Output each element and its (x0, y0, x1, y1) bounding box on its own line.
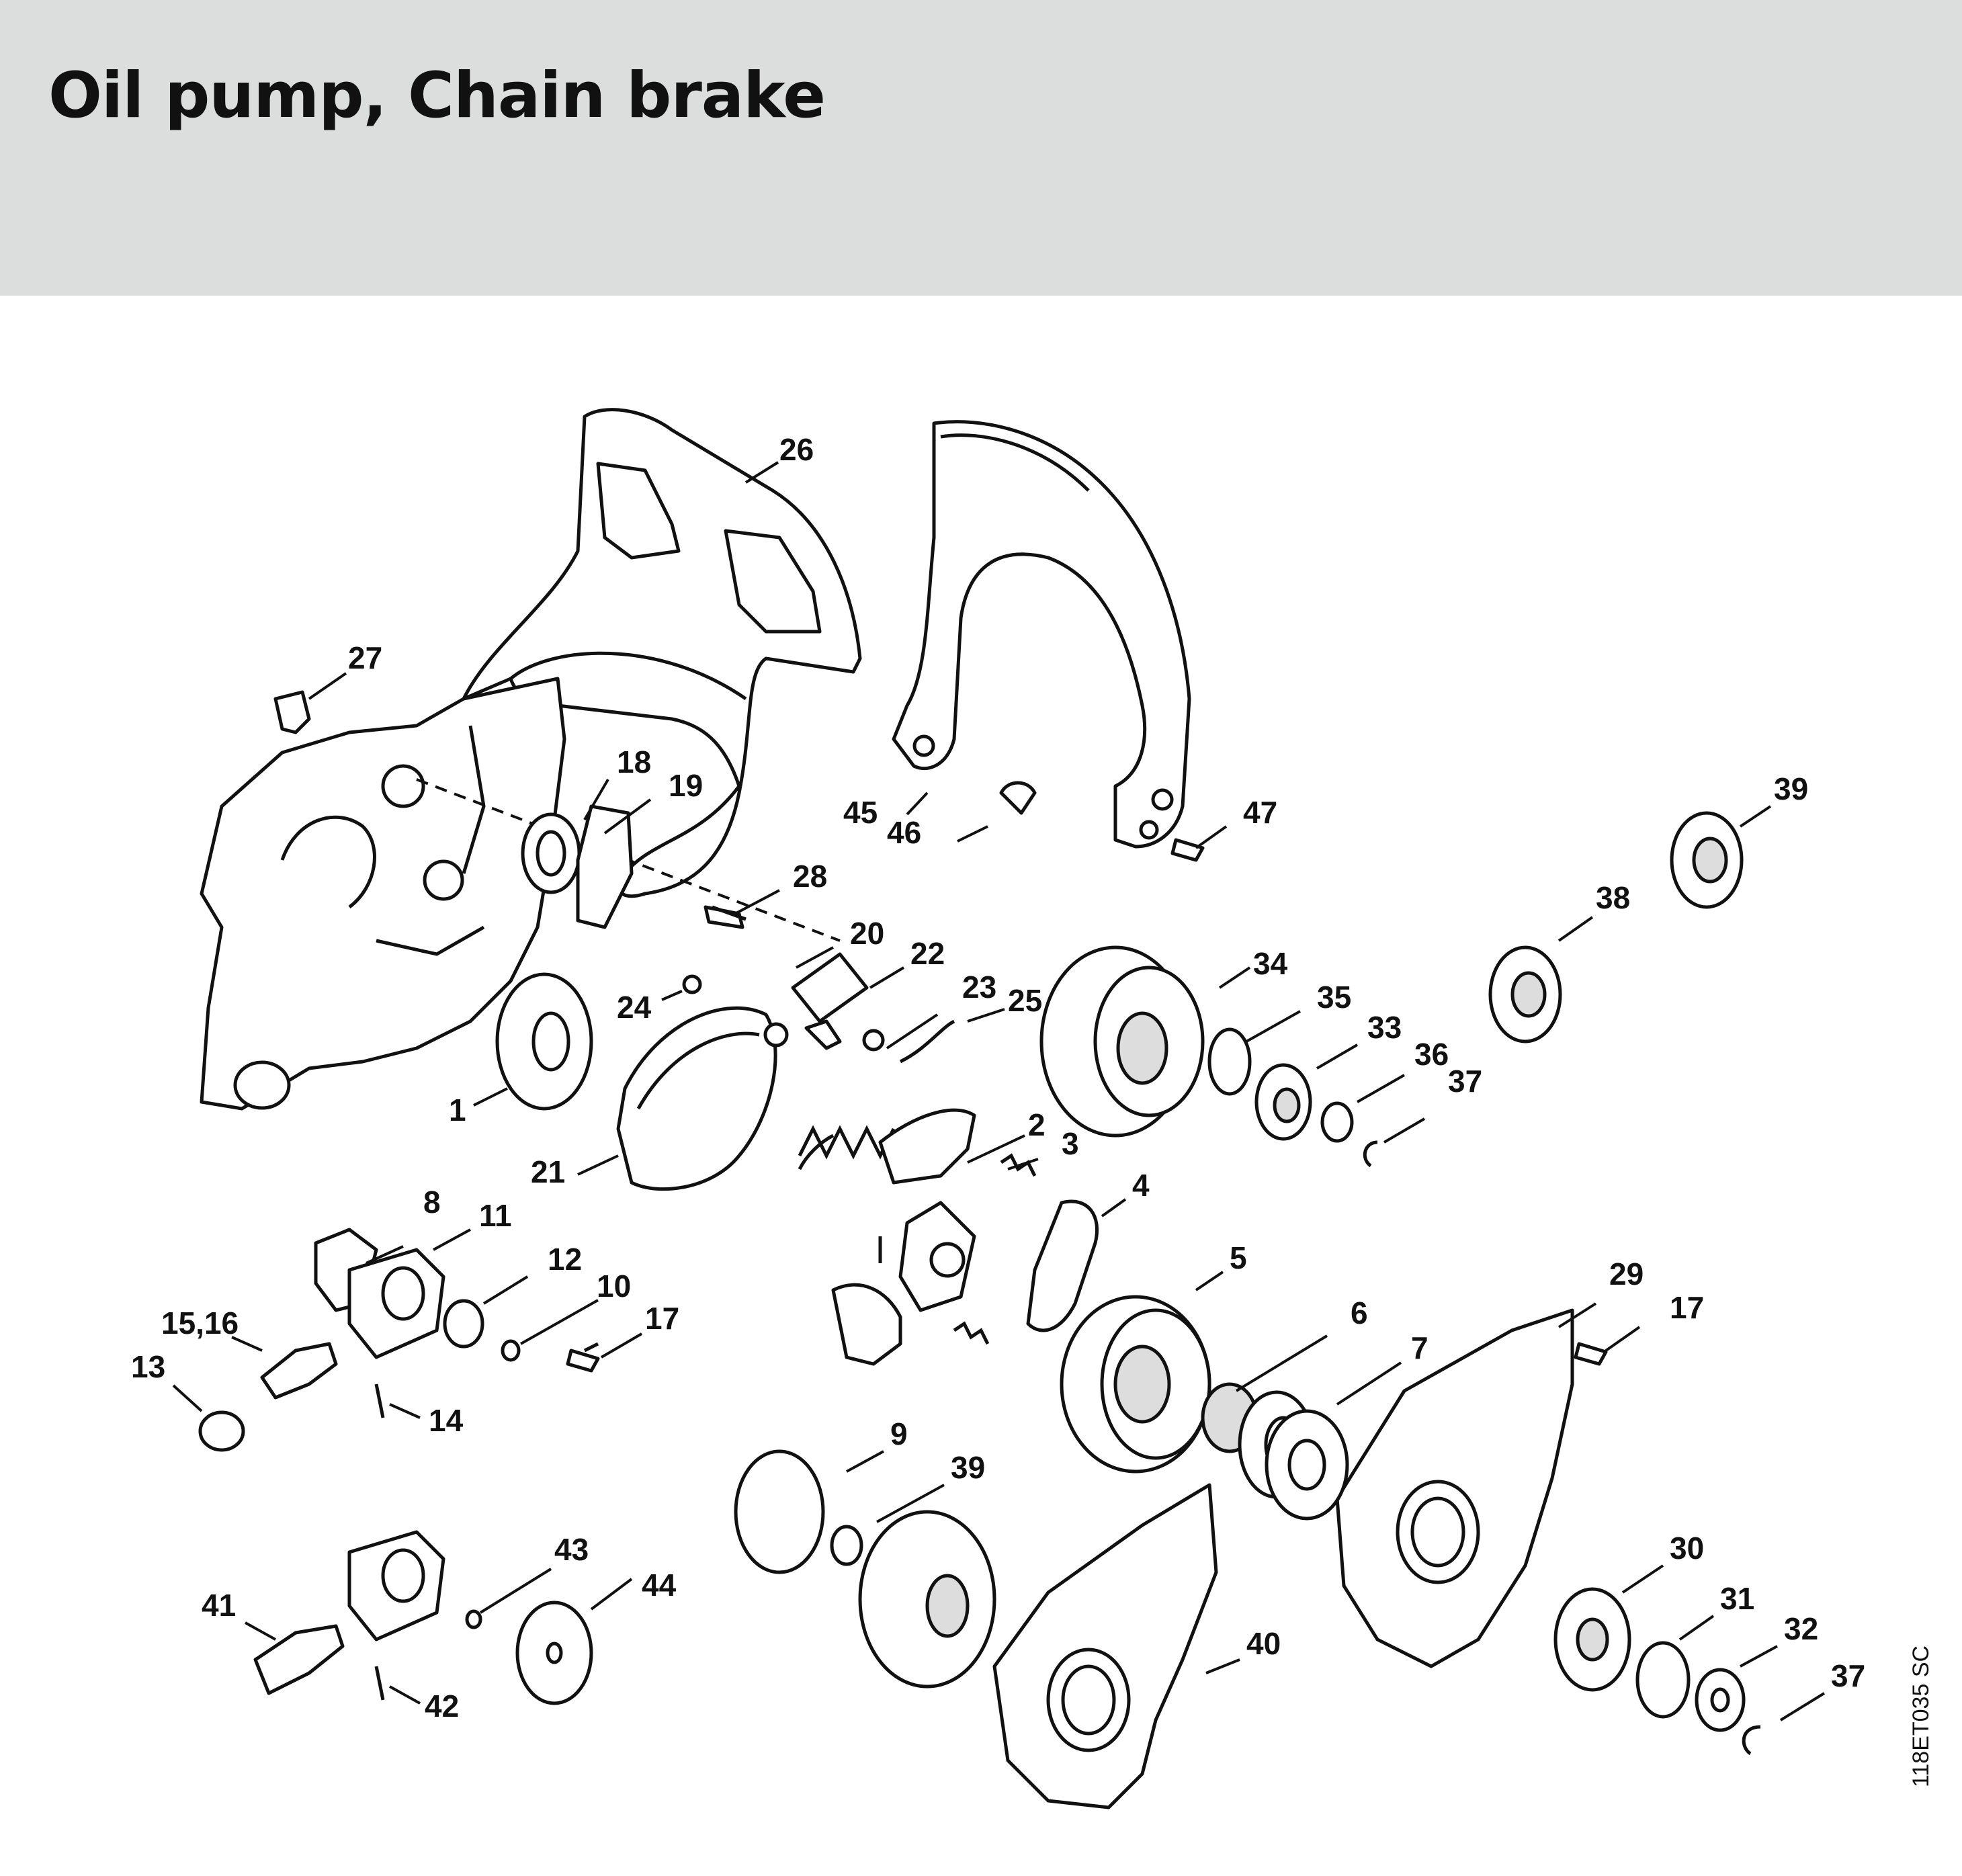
part-label: 6 (1351, 1295, 1368, 1330)
part-label: 21 (531, 1154, 565, 1189)
part-label: 31 (1720, 1581, 1754, 1616)
part-label: 35 (1317, 980, 1351, 1015)
part-label: 13 (131, 1349, 165, 1384)
part-label: 42 (425, 1689, 459, 1723)
hand-guard-drawing (462, 408, 862, 898)
part-label: 41 (202, 1588, 236, 1623)
part-label: 9 (890, 1416, 908, 1451)
oil-pump-drawing (198, 1228, 599, 1452)
part-label: 27 (348, 640, 382, 675)
part-label: 39 (1774, 771, 1808, 806)
screws-drawing (273, 690, 1608, 1373)
part-label: 28 (793, 859, 827, 894)
part-label: 23 (962, 970, 996, 1005)
leader-lines (172, 461, 1826, 1721)
part-label: 33 (1367, 1010, 1402, 1045)
part-label: 38 (1596, 880, 1630, 915)
part-label: 34 (1253, 946, 1288, 981)
part-labels: 26 27 18 19 45 46 47 28 20 22 23 24 25 1… (131, 432, 1865, 1723)
brake-lever-drawing (521, 804, 634, 929)
rear-handle-drawing (892, 420, 1191, 849)
part-label: 5 (1230, 1240, 1247, 1275)
part-label: 26 (779, 432, 814, 467)
part-label: 1 (449, 1093, 466, 1127)
part-label: 24 (617, 990, 652, 1025)
part-label: 4 (1132, 1168, 1150, 1203)
sprocket-drum-drawing (1039, 945, 1378, 1168)
clutch-shoes-drawing (831, 1108, 1099, 1366)
part-label: 2 (1028, 1107, 1046, 1142)
part-label: 40 (1246, 1626, 1281, 1661)
part-label: 15,16 (161, 1306, 239, 1340)
crankcase-drawing (200, 677, 841, 1111)
part-label: 30 (1670, 1531, 1704, 1566)
part-label: 47 (1243, 795, 1277, 830)
part-label: 37 (1831, 1658, 1865, 1693)
header-band: Oil pump, Chain brake (0, 0, 1962, 296)
oil-pump-alt-drawing (253, 1530, 593, 1705)
worm-gear-drawing (734, 1449, 996, 1689)
part-label: 46 (887, 815, 921, 850)
sprocket-cover-drawing (992, 1308, 1574, 1809)
spur-gear-drawing (1265, 1409, 1349, 1521)
rim-sprockets-drawing (1488, 811, 1744, 1043)
page-title: Oil pump, Chain brake (48, 59, 826, 132)
part-label: 25 (1008, 983, 1042, 1018)
part-label: 8 (423, 1185, 441, 1220)
part-label: 7 (1411, 1330, 1428, 1365)
part-label: 20 (850, 916, 884, 951)
part-label: 22 (910, 936, 945, 971)
part-label: 19 (669, 768, 703, 803)
part-label: 18 (617, 744, 651, 779)
part-label: 14 (429, 1403, 464, 1438)
cover-washers-drawing (1553, 1587, 1761, 1756)
part-label: 11 (479, 1198, 512, 1233)
part-label: 44 (642, 1568, 677, 1603)
figure-reference-code: 118ET035 SC (1908, 1645, 1934, 1787)
part-label: 43 (554, 1532, 589, 1567)
part-label: 37 (1448, 1064, 1482, 1099)
part-label: 3 (1062, 1126, 1079, 1161)
part-label: 32 (1784, 1611, 1818, 1646)
part-label: 12 (548, 1242, 582, 1277)
part-label: 17 (1670, 1290, 1704, 1325)
brake-band-drawing (616, 1006, 777, 1191)
part-label: 17 (645, 1301, 679, 1336)
part-label: 39 (951, 1450, 985, 1485)
spring-assembly-drawing (682, 905, 955, 1170)
part-label: 36 (1414, 1037, 1449, 1072)
bearing-ring-drawing (495, 972, 593, 1111)
part-label: 29 (1609, 1256, 1644, 1291)
part-label: 45 (843, 795, 878, 830)
part-label: 10 (597, 1269, 631, 1304)
